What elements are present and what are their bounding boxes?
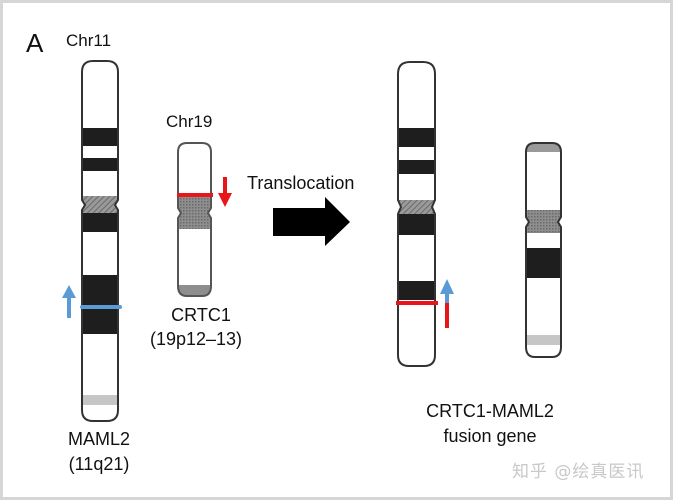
maml2-gene-label: MAML2 xyxy=(67,429,130,449)
der19-outline xyxy=(525,142,562,358)
fusion-breakpoint-line xyxy=(396,301,438,305)
der19-terminal-band xyxy=(526,143,561,152)
chr11-band xyxy=(82,128,118,146)
derivative-chr11-chromosome xyxy=(396,61,438,367)
chr11-outline xyxy=(81,60,119,422)
der11-centromere xyxy=(398,200,435,214)
panel-label: A xyxy=(26,28,44,58)
der19-light-band xyxy=(526,335,561,345)
chr11-band-11q21 xyxy=(82,275,118,334)
chr11-band xyxy=(82,158,118,171)
crtc1-breakpoint-line xyxy=(177,193,213,197)
fusion-arrow-icon xyxy=(440,279,454,328)
crtc1-arrow-down-icon xyxy=(218,177,232,207)
der11-outline xyxy=(397,61,436,367)
der19-band xyxy=(526,248,561,278)
der11-band xyxy=(398,160,435,174)
fusion-gene-label-line1: CRTC1-MAML2 xyxy=(426,401,554,421)
der11-band xyxy=(398,128,435,147)
chr19-chromosome xyxy=(177,142,213,297)
derivative-chr19-chromosome xyxy=(525,142,562,358)
der11-band xyxy=(398,281,435,300)
translocation-label: Translocation xyxy=(247,173,355,193)
chr19-title: Chr19 xyxy=(166,112,213,131)
chr11-title: Chr11 xyxy=(66,31,112,50)
fusion-gene-label-line2: fusion gene xyxy=(443,426,537,446)
translocation-arrow-icon xyxy=(273,197,350,246)
chr11-band xyxy=(82,213,118,232)
watermark: 知乎 @绘真医讯 xyxy=(512,462,645,482)
der11-band xyxy=(398,214,435,235)
maml2-breakpoint-line xyxy=(80,305,122,309)
chr11-light-band xyxy=(82,395,118,405)
crtc1-locus-label: (19p12–13) xyxy=(149,329,243,349)
chr19-outline xyxy=(177,142,212,297)
der19-centromere-region xyxy=(526,210,561,233)
crtc1-gene-label: CRTC1 xyxy=(171,305,231,325)
chr19-terminal-band xyxy=(178,285,211,296)
chr11-centromere xyxy=(82,196,118,213)
chr11-chromosome xyxy=(80,60,122,422)
maml2-arrow-up-icon xyxy=(62,285,76,318)
maml2-locus-label: (11q21) xyxy=(68,454,130,474)
chr19-centromere-region xyxy=(178,196,211,229)
